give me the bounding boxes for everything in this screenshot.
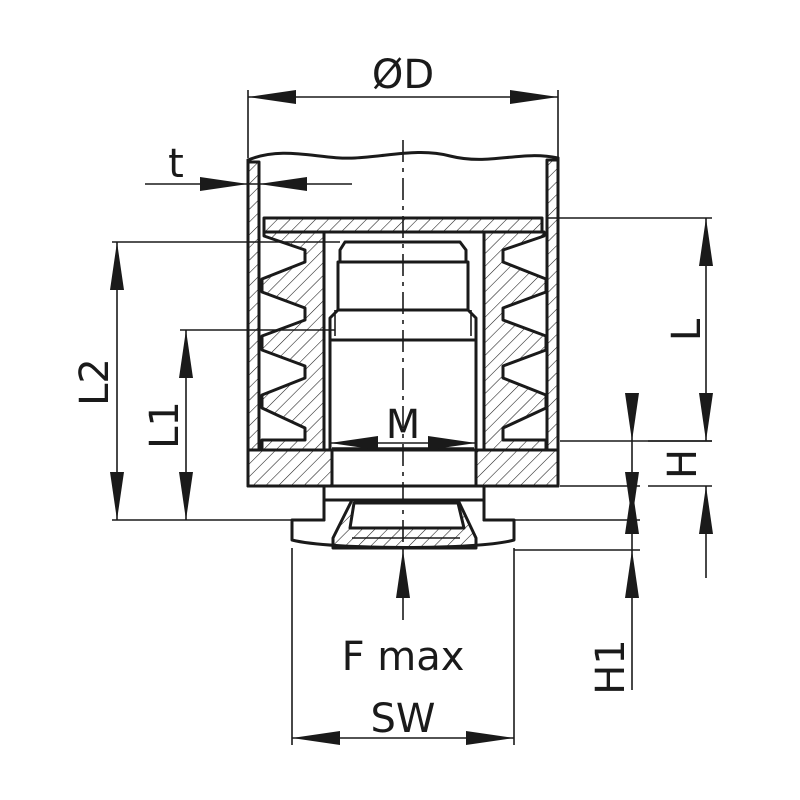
tube-wall-right-section	[545, 158, 560, 452]
plug-right-ribs	[482, 230, 548, 452]
label-length-2: L2	[72, 358, 118, 406]
label-diameter: ØD	[372, 52, 434, 98]
label-wrench-size: SW	[371, 696, 436, 742]
plug-left-ribs	[260, 230, 326, 452]
plug-body	[246, 216, 560, 488]
label-force: F max	[342, 634, 465, 680]
tube-break-line	[246, 151, 560, 162]
dim-length-1: L1	[142, 329, 335, 520]
label-thread: M	[386, 402, 421, 448]
force-arrow: F max	[342, 550, 465, 680]
dim-height-1: H1	[484, 472, 640, 695]
dim-diameter: ØD	[247, 52, 559, 158]
foot	[290, 484, 516, 550]
dim-wrench-size: SW	[291, 548, 515, 745]
tube-wall-left-section	[246, 160, 261, 452]
label-length-1: L1	[142, 401, 188, 449]
plug-base-left	[246, 448, 334, 488]
label-height: H	[660, 449, 706, 479]
label-wall-thickness: t	[168, 141, 184, 187]
dim-length-2: L2	[72, 241, 340, 521]
dim-length: L	[548, 217, 713, 442]
dim-thread: M	[330, 402, 476, 450]
dim-wall-thickness: t	[145, 141, 352, 191]
label-length: L	[664, 318, 710, 341]
foot-cap	[348, 501, 466, 530]
label-height-1: H1	[588, 639, 634, 695]
plug-base-right	[474, 448, 560, 488]
